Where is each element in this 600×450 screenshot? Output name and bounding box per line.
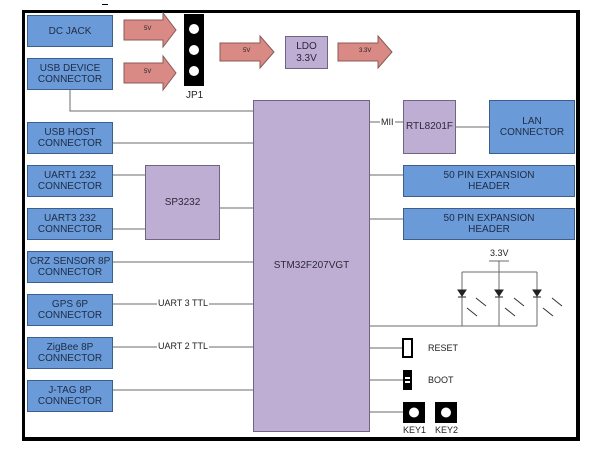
gps-bus-label: UART 3 TTL <box>157 298 210 308</box>
key2-button-icon <box>435 402 457 423</box>
led-emission-icons <box>466 297 563 317</box>
zigbee-bus-label: UART 2 TTL <box>157 341 210 351</box>
stray-mark <box>102 4 108 5</box>
led-3-icon <box>532 289 542 298</box>
expansion-header-2: 50 PIN EXPANSION HEADER <box>403 208 575 240</box>
sp3232-transceiver: SP3232 <box>145 165 220 240</box>
wire-usb-device <box>69 90 253 112</box>
usb-host-connector: USB HOST CONNECTOR <box>27 122 113 154</box>
jtag-connector: J-TAG 8P CONNECTOR <box>27 380 113 412</box>
ldo-regulator: LDO 3.3V <box>285 36 328 69</box>
zigbee-connector: ZigBee 8P CONNECTOR <box>27 337 113 369</box>
dc-jack: DC JACK <box>27 15 113 47</box>
usb-device-connector: USB DEVICE CONNECTOR <box>27 58 113 90</box>
crz-sensor-connector: CRZ SENSOR 8P CONNECTOR <box>27 251 113 283</box>
lan-connector: LAN CONNECTOR <box>489 100 575 154</box>
mii-bus-label: MII <box>380 117 395 127</box>
arrow-jp-5v <box>219 34 275 70</box>
key1-button-icon <box>403 402 425 423</box>
led-supply-label: 3.3V <box>490 248 509 258</box>
arrow-ldo-label: 3.3V <box>359 48 372 54</box>
led-1-icon <box>457 289 467 298</box>
jumper-pin-icon <box>189 45 199 55</box>
reset-label: RESET <box>428 343 459 353</box>
jumper-pin-icon <box>189 24 199 34</box>
mcu-stm32: STM32F207VGT <box>253 100 370 432</box>
gps-connector: GPS 6P CONNECTOR <box>27 294 113 326</box>
arrow-ldo-3v3 <box>337 34 393 70</box>
boot-switch-icon <box>403 370 412 390</box>
reset-switch-icon <box>402 338 413 358</box>
jumper-jp1 <box>184 14 204 86</box>
uart3-232-connector: UART3 232 CONNECTOR <box>27 208 113 240</box>
jumper-pin-icon <box>189 66 199 76</box>
arrow-usb-5v <box>123 54 177 92</box>
arrow-dc-5v <box>123 11 177 49</box>
key2-label: KEY2 <box>435 425 459 435</box>
led-2-icon <box>494 289 504 298</box>
expansion-header-1: 50 PIN EXPANSION HEADER <box>403 165 575 197</box>
rtl8201f-phy: RTL8201F <box>403 100 456 154</box>
arrow-dc-label: 5V <box>144 26 152 32</box>
uart1-232-connector: UART1 232 CONNECTOR <box>27 165 113 197</box>
arrow-usb-label: 5V <box>144 69 152 75</box>
boot-label: BOOT <box>428 375 454 385</box>
key1-label: KEY1 <box>403 425 427 435</box>
arrow-jp-label: 5V <box>243 48 251 54</box>
jumper-label: JP1 <box>186 90 204 101</box>
